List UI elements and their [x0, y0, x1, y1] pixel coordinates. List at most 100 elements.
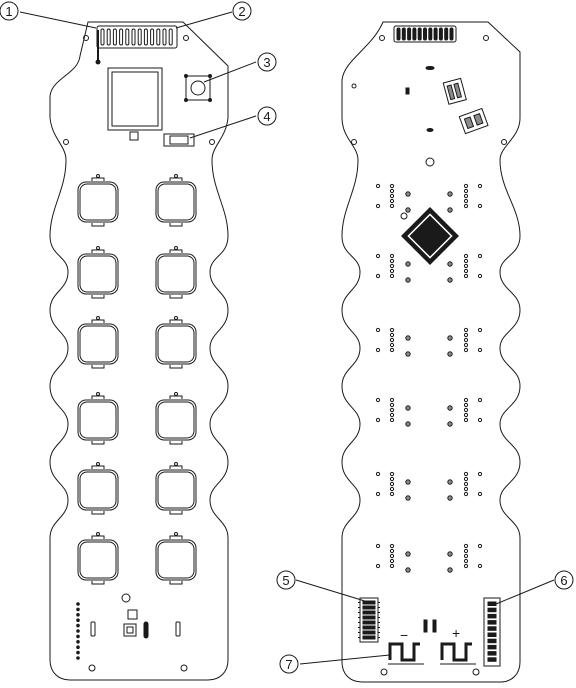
connector-pin — [126, 29, 129, 45]
battery-pad-minus — [390, 644, 420, 660]
via-cluster — [448, 544, 482, 572]
battery-pin — [488, 639, 496, 643]
dip-row — [363, 636, 375, 639]
left-top-connector — [97, 26, 177, 48]
button-pad — [156, 247, 196, 299]
battery-pin — [488, 627, 496, 631]
led-dot — [77, 624, 80, 627]
connector-pin — [163, 29, 166, 45]
mcu-chip — [402, 208, 459, 265]
battery-pin — [488, 621, 496, 625]
minus-label: − — [400, 627, 408, 643]
via-cluster — [448, 184, 482, 212]
button-pad — [156, 533, 196, 585]
angled-connector-2 — [459, 108, 488, 133]
connector-pin — [138, 29, 141, 45]
via-cluster — [376, 472, 410, 500]
button-pad — [78, 533, 118, 585]
battery-connector — [484, 598, 500, 666]
connector-pin — [413, 28, 416, 40]
callout-7-label: 7 — [285, 657, 292, 672]
battery-pin — [488, 652, 496, 656]
left-button-pads — [78, 175, 196, 585]
callout-6: 6 — [555, 571, 573, 589]
callout-1-label: 1 — [5, 4, 12, 19]
dip-row — [363, 631, 375, 634]
button-pad — [78, 393, 118, 445]
battery-pad-plus — [442, 644, 472, 660]
battery-pin — [488, 608, 496, 612]
right-board-outline — [342, 22, 520, 682]
led-dot — [77, 646, 80, 649]
connector-pin — [397, 28, 400, 40]
led-dot — [77, 630, 80, 633]
dip-row — [363, 616, 375, 619]
angled-connector-1 — [443, 78, 466, 104]
battery-pin — [488, 614, 496, 618]
connector-pin — [169, 29, 172, 45]
button-pad — [156, 393, 196, 445]
button-pad — [156, 463, 196, 515]
callout-3-label: 3 — [263, 55, 270, 70]
led-dot — [77, 657, 80, 660]
callout-5: 5 — [277, 571, 295, 589]
connector-pin — [132, 29, 135, 45]
battery-pin — [488, 602, 496, 606]
connector-pin — [151, 29, 154, 45]
via-cluster — [448, 472, 482, 500]
via-cluster — [448, 328, 482, 356]
via-cluster — [448, 398, 482, 426]
connector-pin — [113, 29, 116, 45]
via-cluster — [376, 254, 410, 282]
callout-7: 7 — [280, 655, 298, 673]
right-board: − + — [342, 22, 520, 682]
callout-4-label: 4 — [263, 109, 270, 124]
connector-pin — [408, 28, 411, 40]
via-cluster — [376, 398, 410, 426]
plus-label: + — [452, 625, 460, 641]
connector-pin — [418, 28, 421, 40]
battery-pin — [488, 658, 496, 662]
via-cluster — [376, 544, 410, 572]
dip-row — [363, 626, 375, 629]
connector-pin — [445, 28, 448, 40]
button-pad — [156, 175, 196, 227]
button-pad — [78, 247, 118, 299]
button-pad — [78, 463, 118, 515]
dip-row — [363, 606, 375, 609]
led-dot — [77, 619, 80, 622]
callout-badges: 1 2 3 4 5 6 7 — [0, 2, 573, 673]
dip-row — [363, 611, 375, 614]
left-board-outline — [50, 22, 228, 680]
connector-pin — [424, 28, 427, 40]
battery-pin — [488, 633, 496, 637]
led-dot — [77, 641, 80, 644]
callout-2-label: 2 — [238, 4, 245, 19]
connector-pin — [107, 29, 110, 45]
battery-pin — [488, 645, 496, 649]
connector-pin — [402, 28, 405, 40]
callout-2: 2 — [233, 2, 251, 20]
led-dot — [77, 635, 80, 638]
via-cluster — [376, 184, 410, 212]
module-box — [108, 68, 162, 130]
callout-6-label: 6 — [560, 573, 567, 588]
connector-pin — [101, 29, 104, 45]
connector-pin — [450, 28, 453, 40]
left-board — [50, 22, 228, 680]
callout-1: 1 — [0, 2, 18, 20]
push-button — [185, 75, 212, 102]
connector-pin — [429, 28, 432, 40]
connector-pin — [439, 28, 442, 40]
button-pad — [78, 175, 118, 227]
connector-pin — [144, 29, 147, 45]
led-dot — [77, 608, 80, 611]
led-dot — [77, 651, 80, 654]
small-component — [164, 134, 194, 146]
button-pad — [78, 317, 118, 369]
connector-pin — [157, 29, 160, 45]
via-cluster — [448, 254, 482, 282]
led-dot — [77, 603, 80, 606]
connector-pin — [434, 28, 437, 40]
